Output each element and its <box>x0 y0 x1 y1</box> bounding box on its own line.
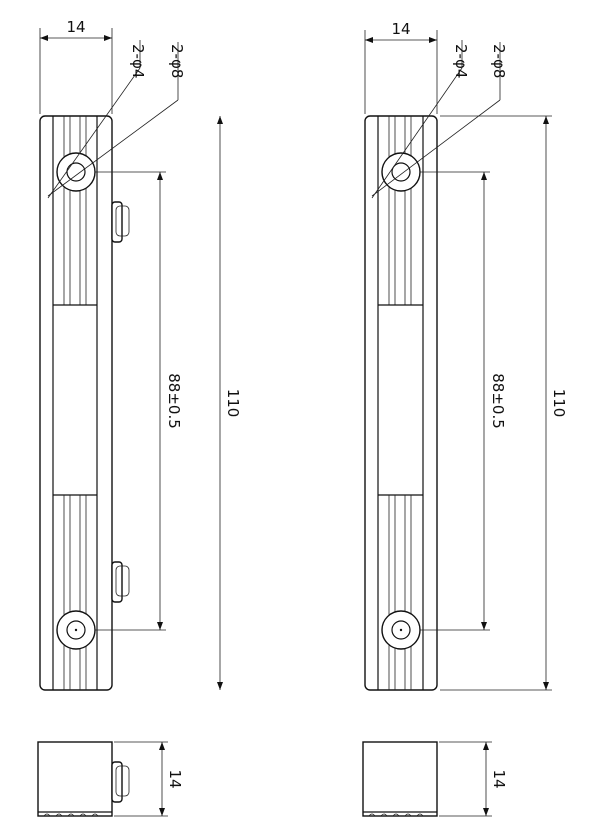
left-end-view <box>37 741 113 817</box>
left-end-view-label: 14 <box>166 769 184 788</box>
left-width-label: 14 <box>66 18 85 36</box>
left-top-stud <box>111 201 123 243</box>
right-top-hole-large <box>381 152 421 192</box>
left-length-label: 110 <box>224 389 242 418</box>
right-pitch-label: 88±0.5 <box>489 373 507 429</box>
right-bottom-hole-small <box>391 620 411 640</box>
right-hole-large-label: 2-φ8 <box>490 44 508 78</box>
right-end-view-label: 14 <box>490 769 508 788</box>
right-part-view: 14 2-φ4 2-φ8 88±0.5 110 14 <box>362 20 568 817</box>
left-bottom-stud <box>111 561 123 603</box>
left-hole-large-label: 2-φ8 <box>168 44 186 78</box>
left-body-outline <box>39 115 113 691</box>
right-hole-small-label: 2-φ4 <box>452 44 470 78</box>
right-body-outline <box>364 115 438 691</box>
left-pitch-label: 88±0.5 <box>165 373 183 429</box>
left-part-view: 14 2-φ4 2-φ8 88±0.5 110 14 <box>37 18 242 817</box>
right-top-hole-small <box>391 162 411 182</box>
right-length-label: 110 <box>550 389 568 418</box>
left-end-stud <box>111 761 123 803</box>
right-width-label: 14 <box>391 20 410 38</box>
left-hole-small-label: 2-φ4 <box>129 44 147 78</box>
left-top-hole-small <box>66 162 86 182</box>
left-bottom-hole-small <box>66 620 86 640</box>
right-end-view <box>362 741 438 817</box>
